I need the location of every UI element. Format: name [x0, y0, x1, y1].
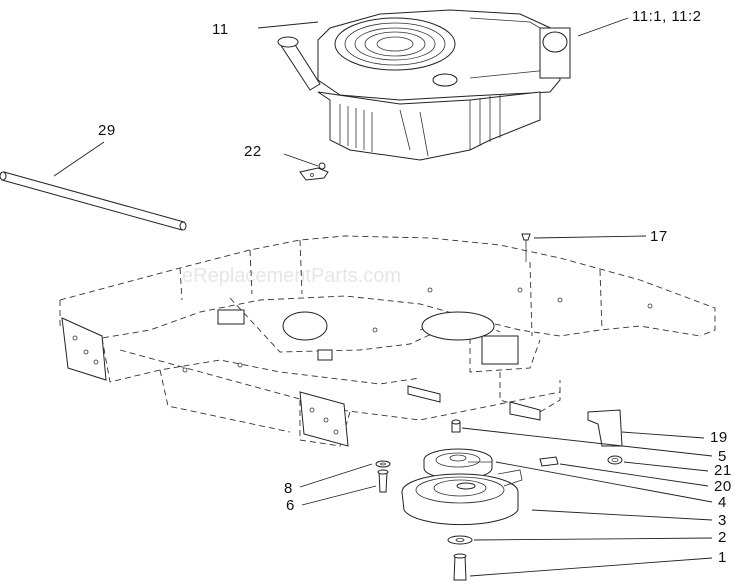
- washer-part-2[interactable]: [447, 535, 473, 545]
- callout-4: 4: [718, 494, 727, 511]
- leader-4: [495, 461, 713, 503]
- leader-11-1-11-2: [577, 17, 629, 37]
- callout-17: 17: [650, 228, 668, 245]
- clutch-part-3[interactable]: [401, 469, 523, 526]
- rod-part-29[interactable]: [0, 171, 187, 231]
- callout-2: 2: [718, 529, 727, 546]
- bolt-part-20[interactable]: [539, 456, 559, 467]
- callout-20: 20: [714, 478, 732, 495]
- leader-20: [559, 463, 709, 487]
- callout-22: 22: [244, 143, 262, 160]
- callout-3: 3: [718, 512, 727, 529]
- nut-part-21[interactable]: [607, 455, 623, 465]
- leader-8: [299, 463, 373, 488]
- frame-weldment[interactable]: [59, 235, 716, 447]
- frame-details: [61, 287, 653, 447]
- callout-6: 6: [286, 497, 295, 514]
- callout-29: 29: [98, 122, 116, 139]
- callout-19: 19: [710, 429, 728, 446]
- leader-11: [257, 21, 319, 29]
- bracket-part-19[interactable]: [587, 409, 623, 447]
- bolt-part-1[interactable]: [453, 553, 467, 581]
- leader-5: [461, 427, 713, 457]
- callout-21: 21: [714, 462, 732, 479]
- leader-6: [301, 485, 377, 506]
- callout-11: 11: [212, 21, 229, 38]
- bolt-part-6[interactable]: [377, 469, 389, 493]
- engine-assembly[interactable]: [277, 9, 571, 161]
- washer-part-8[interactable]: [375, 460, 391, 468]
- spacer-part-5[interactable]: [451, 419, 461, 433]
- leader-19: [621, 431, 705, 439]
- callout-1: 1: [718, 549, 727, 566]
- leader-29: [53, 141, 105, 177]
- leader-1: [469, 557, 713, 577]
- leader-3: [531, 509, 713, 521]
- leader-21: [623, 461, 709, 472]
- callout-8: 8: [284, 480, 293, 497]
- callout-11-1-11-2: 11:1, 11:2: [632, 8, 702, 25]
- leader-2: [473, 537, 713, 541]
- callout-5: 5: [718, 448, 727, 465]
- leader-17: [533, 235, 647, 239]
- screw-part-17[interactable]: [521, 233, 531, 262]
- watermark-text: eReplacementParts.com: [182, 265, 401, 287]
- bracket-part-22[interactable]: [299, 162, 329, 181]
- leader-22: [283, 153, 319, 167]
